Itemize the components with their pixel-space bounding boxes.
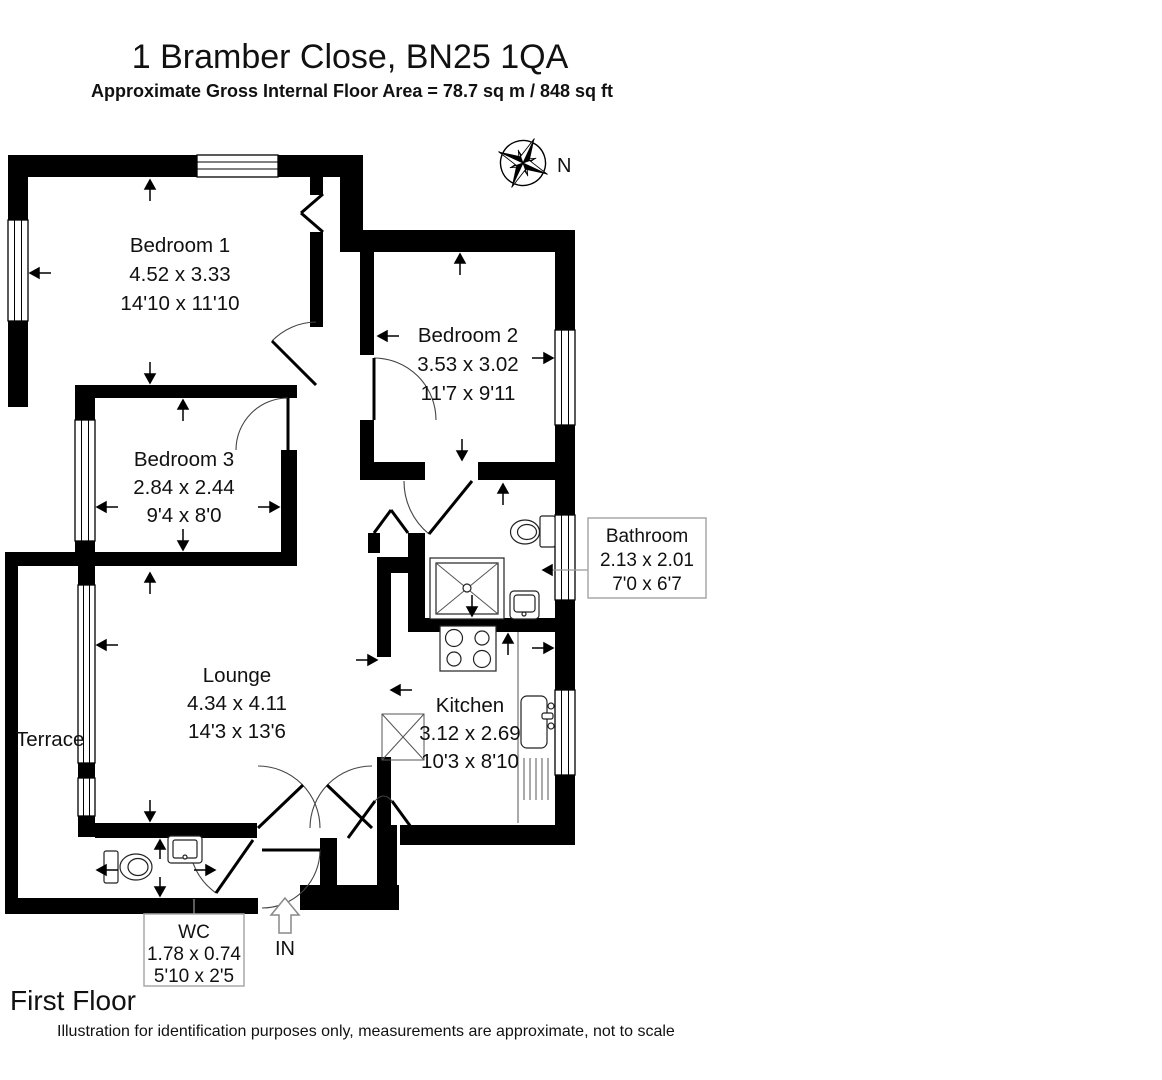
door-bedroom1 bbox=[270, 321, 318, 387]
compass-icon: N bbox=[498, 138, 571, 188]
wc-sink-icon bbox=[167, 835, 203, 864]
room-dim-imperial: 14'10 x 11'10 bbox=[120, 292, 239, 315]
door-kitchen bbox=[381, 713, 425, 761]
toilet-icon bbox=[509, 515, 556, 548]
disclaimer-text: Illustration for identification purposes… bbox=[57, 1023, 675, 1040]
room-label-bedroom1: Bedroom 1 4.52 x 3.33 14'10 x 11'10 bbox=[120, 234, 239, 315]
room-dim-metric: 3.53 x 3.02 bbox=[417, 353, 518, 376]
measure-arrow bbox=[95, 638, 118, 652]
compass-north-label: N bbox=[557, 155, 571, 177]
measure-arrow bbox=[356, 653, 379, 667]
room-dim-imperial: 14'3 x 13'6 bbox=[188, 720, 286, 743]
measure-arrow bbox=[153, 877, 167, 898]
window bbox=[554, 329, 576, 426]
room-dim-imperial: 5'10 x 2'5 bbox=[154, 966, 234, 987]
measure-arrow bbox=[465, 595, 479, 618]
measure-arrow bbox=[532, 351, 555, 365]
window bbox=[74, 419, 96, 542]
room-name: WC bbox=[178, 922, 210, 943]
measure-arrow bbox=[143, 362, 157, 385]
room-label-bedroom3: Bedroom 3 2.84 x 2.44 9'4 x 8'0 bbox=[133, 448, 234, 527]
window bbox=[196, 154, 279, 178]
hob-icon bbox=[439, 625, 497, 672]
entrance-label: IN bbox=[275, 938, 295, 960]
window bbox=[554, 514, 576, 601]
measure-arrow bbox=[143, 178, 157, 201]
room-name: Lounge bbox=[203, 664, 271, 687]
room-label-terrace: Terrace bbox=[16, 728, 84, 751]
door-vestibule-cupboard bbox=[300, 192, 324, 234]
room-dim-metric: 4.52 x 3.33 bbox=[129, 263, 230, 286]
measure-arrow bbox=[453, 252, 467, 275]
page-subtitle: Approximate Gross Internal Floor Area = … bbox=[91, 81, 613, 101]
page-title: 1 Bramber Close, BN25 1QA bbox=[132, 38, 569, 76]
entrance-arrow-icon bbox=[269, 896, 301, 934]
measure-arrows bbox=[28, 178, 555, 898]
window bbox=[554, 689, 576, 776]
room-label-bedroom2: Bedroom 2 3.53 x 3.02 11'7 x 9'11 bbox=[417, 324, 518, 405]
room-name: Bedroom 1 bbox=[130, 234, 230, 257]
room-label-lounge: Lounge 4.34 x 4.11 14'3 x 13'6 bbox=[187, 664, 287, 743]
bathroom-sink-icon bbox=[509, 590, 540, 620]
measure-arrow bbox=[376, 329, 399, 343]
bathroom-label-box: Bathroom 2.13 x 2.01 7'0 x 6'7 bbox=[541, 517, 707, 599]
room-dim-metric: 2.84 x 2.44 bbox=[133, 476, 234, 499]
room-name: Kitchen bbox=[436, 694, 504, 717]
measure-arrow bbox=[258, 500, 281, 514]
entrance-marker: IN bbox=[269, 896, 301, 960]
measure-arrow bbox=[455, 439, 469, 462]
door-bedroom3 bbox=[235, 397, 290, 451]
measure-arrow bbox=[95, 863, 118, 877]
room-dim-imperial: 11'7 x 9'11 bbox=[421, 382, 516, 405]
room-dim-imperial: 7'0 x 6'7 bbox=[612, 574, 682, 595]
measure-arrow bbox=[176, 529, 190, 552]
room-name: Bedroom 2 bbox=[418, 324, 518, 347]
window bbox=[7, 219, 29, 322]
measure-arrow bbox=[28, 266, 51, 280]
door-lounge-left bbox=[256, 765, 321, 830]
room-dim-metric: 2.13 x 2.01 bbox=[600, 550, 694, 571]
shower-icon bbox=[429, 557, 505, 620]
door-entrance bbox=[261, 848, 321, 909]
doors bbox=[188, 192, 474, 909]
measure-arrow bbox=[496, 482, 510, 505]
measure-arrow bbox=[389, 683, 412, 697]
wc-toilet-icon bbox=[103, 850, 153, 884]
door-bath-cupboard bbox=[372, 509, 410, 534]
room-dim-imperial: 9'4 x 8'0 bbox=[146, 504, 221, 527]
window bbox=[77, 777, 96, 817]
measure-arrow bbox=[501, 632, 515, 655]
room-dim-metric: 4.34 x 4.11 bbox=[187, 692, 287, 715]
measure-arrow bbox=[194, 863, 217, 877]
measure-arrow bbox=[153, 838, 167, 859]
room-labels: Bedroom 1 4.52 x 3.33 14'10 x 11'10 Bedr… bbox=[16, 234, 521, 773]
wc-label-box: WC 1.78 x 0.74 5'10 x 2'5 bbox=[143, 899, 245, 987]
window bbox=[77, 584, 96, 764]
kitchen-sink-icon bbox=[517, 632, 555, 823]
room-label-kitchen: Kitchen 3.12 x 2.69 10'3 x 8'10 bbox=[419, 694, 520, 773]
windows bbox=[7, 154, 576, 817]
measure-arrow bbox=[532, 641, 555, 655]
room-name: Bedroom 3 bbox=[134, 448, 234, 471]
door-lounge-right bbox=[309, 765, 374, 830]
measure-arrow bbox=[143, 800, 157, 823]
room-dim-metric: 3.12 x 2.69 bbox=[419, 722, 520, 745]
measure-arrow bbox=[143, 571, 157, 594]
measure-arrow bbox=[176, 398, 190, 421]
door-bedroom2 bbox=[372, 357, 437, 421]
floor-label: First Floor bbox=[10, 985, 136, 1016]
measure-arrow bbox=[95, 500, 118, 514]
room-dim-imperial: 10'3 x 8'10 bbox=[421, 750, 519, 773]
door-hall-cupboard bbox=[346, 795, 421, 839]
room-dim-metric: 1.78 x 0.74 bbox=[147, 944, 241, 965]
room-name: Bathroom bbox=[606, 526, 688, 547]
fixtures bbox=[103, 515, 556, 884]
door-bathroom bbox=[403, 480, 474, 535]
